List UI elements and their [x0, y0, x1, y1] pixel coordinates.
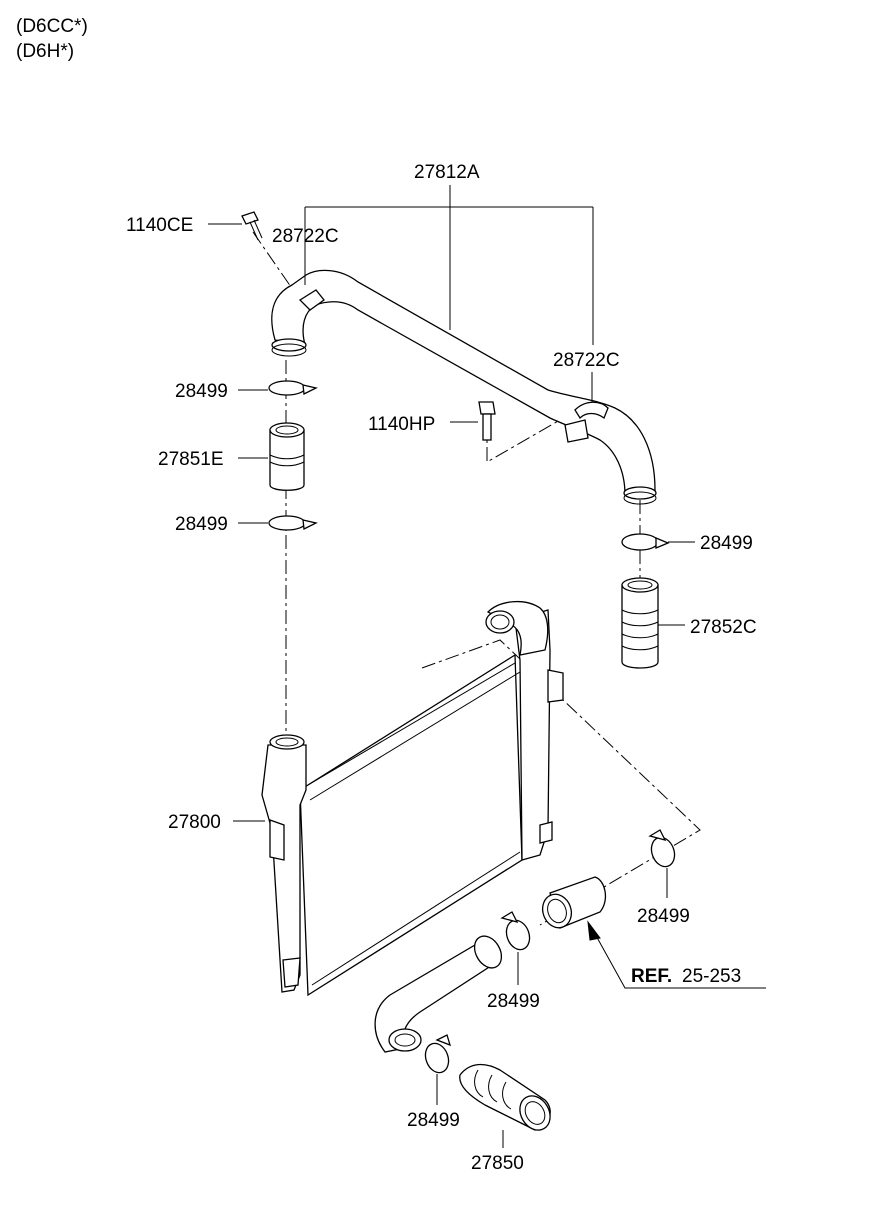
label-1140HP: 1140HP — [368, 414, 435, 435]
clamp-28499-5 — [500, 911, 531, 951]
label-ref-prefix: REF. — [631, 966, 672, 987]
clamp-28499-4 — [648, 829, 676, 868]
hose-27851E — [269, 422, 305, 491]
label-28499-clamp-5: 28499 — [487, 991, 540, 1012]
engine-code-d6cc: (D6CC*) — [16, 16, 88, 37]
hose-27850 — [459, 1063, 551, 1131]
clamp-28499-6 — [424, 1034, 452, 1074]
label-28499-clamp-4: 28499 — [637, 906, 690, 927]
label-28499-clamp-6: 28499 — [407, 1110, 460, 1131]
label-27812A: 27812A — [414, 162, 480, 183]
label-1140CE: 1140CE — [126, 215, 193, 236]
bolt-1140HP — [478, 401, 496, 441]
label-28499-clamp-1: 28499 — [175, 381, 228, 402]
engine-code-d6h: (D6H*) — [16, 41, 75, 62]
label-28722C-left: 28722C — [272, 226, 339, 247]
intercooler-27800 — [261, 601, 564, 997]
label-27800: 27800 — [168, 812, 221, 833]
clamp-28499-3 — [621, 533, 670, 551]
label-27851E: 27851E — [158, 449, 224, 470]
lower-pipe — [374, 935, 503, 1053]
label-ref-code: 25-253 — [682, 966, 741, 987]
hose-ref-25-253 — [541, 876, 607, 929]
label-27852C: 27852C — [690, 617, 757, 638]
label-28722C-right: 28722C — [553, 350, 620, 371]
clamp-28499-1 — [268, 380, 318, 396]
clamp-28499-2 — [268, 515, 318, 531]
leader-lines — [208, 185, 766, 1148]
label-27850: 27850 — [471, 1153, 524, 1174]
label-28499-clamp-3: 28499 — [700, 533, 753, 554]
upper-pipe-27812A — [271, 269, 657, 505]
bracket-upper-left — [298, 289, 325, 311]
hose-27852C — [621, 577, 659, 669]
bolt-1140CE — [241, 211, 263, 241]
bracket-upper-right — [574, 401, 609, 420]
label-28499-clamp-2: 28499 — [175, 514, 228, 535]
